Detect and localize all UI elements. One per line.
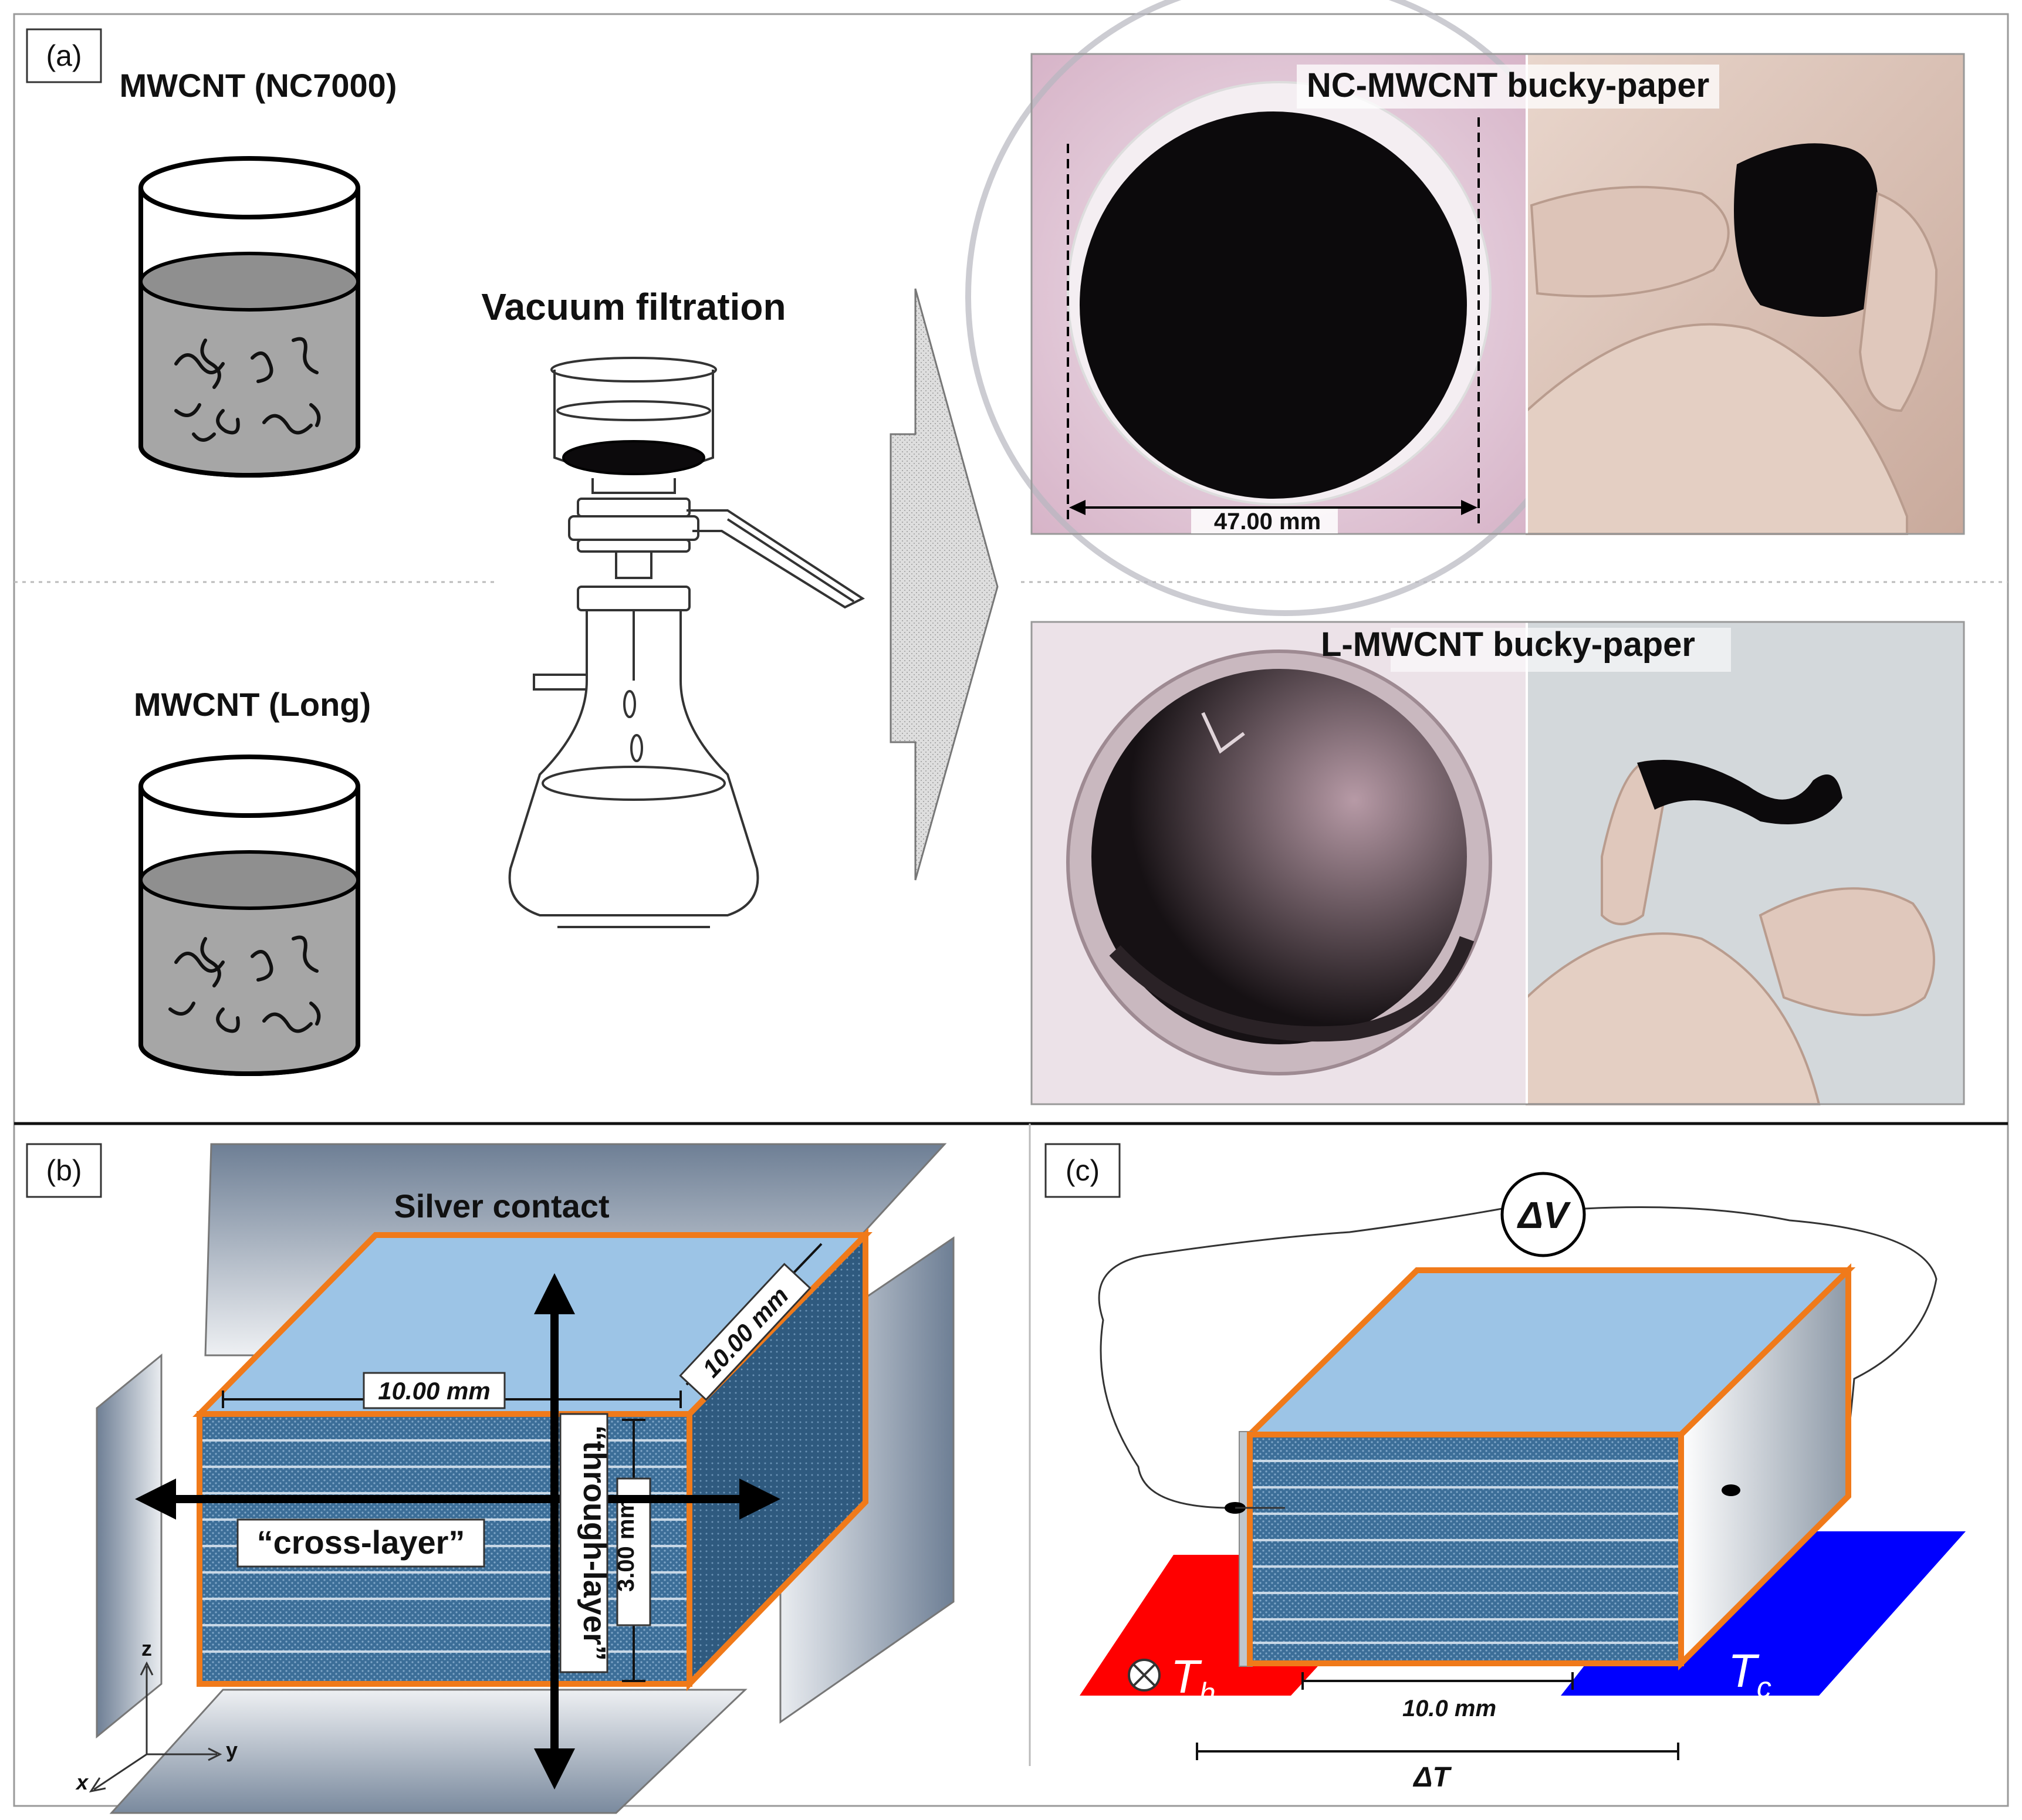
voltage-label: ΔV	[1517, 1194, 1571, 1236]
probe-contact-right	[1722, 1484, 1740, 1496]
panel-c-label: (c)	[1066, 1154, 1100, 1187]
width-dimension-label: 10.00 mm	[378, 1377, 490, 1405]
diameter-label: 47.00 mm	[1214, 509, 1321, 535]
diameter-label-bg	[1191, 509, 1338, 533]
photo-l-mwcnt: L-MWCNT bucky-paper	[1030, 621, 1965, 1105]
thickness-dimension-label: 3.00 mm	[613, 1498, 639, 1592]
process-label: Vacuum filtration	[481, 286, 786, 328]
layer-lines-c	[1253, 1460, 1678, 1644]
bucky-paper-nc-disc	[1080, 111, 1467, 499]
through-layer-label: “through-layer”	[577, 1425, 612, 1661]
gradient-label: ΔT	[1412, 1762, 1452, 1793]
cold-temperature-main: T	[1728, 1645, 1760, 1697]
vacuum-filtration-apparatus	[508, 357, 865, 928]
bucky-paper-l-disc	[1091, 669, 1467, 1044]
axis-triad	[89, 1661, 222, 1793]
photo-bottom-title: L-MWCNT bucky-paper	[1321, 625, 1695, 664]
sample-top-label: MWCNT (NC7000)	[120, 67, 397, 104]
cold-temperature-label: Tc	[1728, 1645, 1771, 1704]
silver-contact-label: Silver contact	[394, 1188, 609, 1224]
axis-z-label: z	[141, 1636, 152, 1660]
voltmeter	[1500, 1172, 1586, 1257]
panel-b: (b) Silver contact 10.00 mm 10	[26, 1143, 955, 1814]
hot-temperature-main: T	[1171, 1650, 1202, 1703]
axis-x-label: x	[75, 1770, 89, 1794]
silver-contact-bottom	[109, 1689, 748, 1814]
cross-layer-label: “cross-layer”	[257, 1524, 465, 1561]
process-arrow	[890, 288, 999, 881]
silver-contact-left	[96, 1353, 163, 1739]
panel-b-label-box	[26, 1143, 102, 1198]
figure-frame	[13, 13, 2009, 1807]
panel-c-label-box	[1044, 1143, 1121, 1198]
panel-c: (c) ΔV Th Tc	[1044, 1143, 1966, 1793]
beaker-nc7000	[138, 156, 360, 478]
panel-a: (a) MWCNT (NC7000) MWCNT (Long) Vacuum f…	[26, 0, 1965, 1105]
filter-cake	[562, 440, 705, 475]
length-dimension-label: 10.0 mm	[1402, 1696, 1496, 1721]
panel-a-label: (a)	[46, 39, 82, 72]
axis-y-label: y	[226, 1738, 238, 1762]
beaker-long	[138, 755, 360, 1076]
hot-temperature-sub: h	[1199, 1677, 1216, 1710]
panel-b-label: (b)	[46, 1154, 82, 1187]
photo-nc-mwcnt: 47.00 mm NC-MWCNT bucky-paper	[965, 0, 1965, 616]
stack-front-c	[1247, 1432, 1684, 1666]
photo-top-title: NC-MWCNT bucky-paper	[1307, 66, 1709, 104]
panel-a-label-box	[26, 28, 102, 83]
hot-temperature-label: Th	[1171, 1650, 1216, 1710]
sample-bottom-label: MWCNT (Long)	[134, 686, 371, 723]
cold-temperature-sub: c	[1757, 1671, 1771, 1704]
